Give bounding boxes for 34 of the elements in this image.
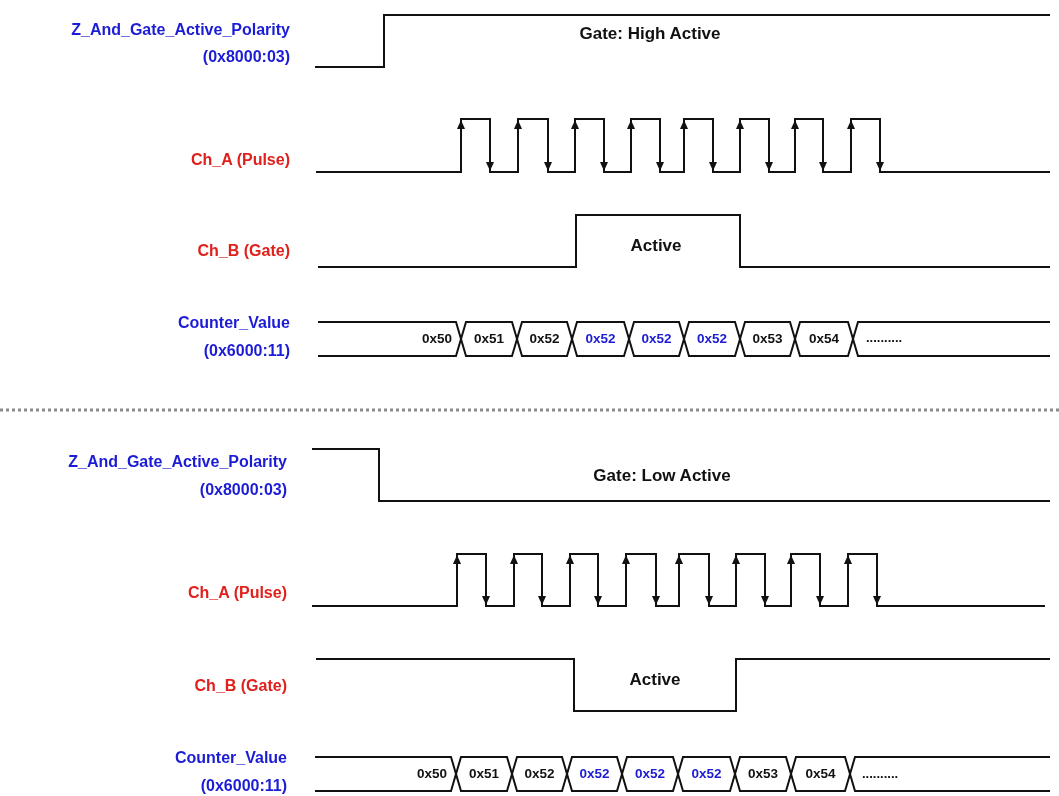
bus-value-segment: 0x52 [572,322,629,356]
register-address: (0x6000:11) [200,776,287,796]
signal-name: Z_And_Gate_Active_Polarity [71,20,290,40]
state-label: Gate: High Active [579,24,721,44]
signal-name: Z_And_Gate_Active_Polarity [68,452,287,472]
bus-value-segment: 0x50 [315,757,456,791]
bus-value-segment: 0x54 [795,322,853,356]
register-address: (0x6000:11) [203,341,290,361]
bus-value-segment: 0x52 [629,322,684,356]
signal-name: Ch_B (Gate) [194,676,287,696]
bus-value-segment: 0x52 [684,322,740,356]
signal-name: Counter_Value [174,748,287,768]
ellipsis-text: .......... [862,765,899,783]
bus-value-segment: 0x52 [517,322,572,356]
bus-value-segment: 0x52 [512,757,567,791]
ellipsis-text: .......... [866,329,903,347]
signal-name: Ch_A (Pulse) [191,150,290,170]
state-label: Active [630,236,682,256]
register-address: (0x8000:03) [202,47,290,67]
state-label: Gate: Low Active [593,466,731,486]
bus-value-segment: 0x52 [622,757,678,791]
bus-value-segment: 0x54 [791,757,850,791]
bus-value-segment: 0x50 [318,322,461,356]
state-label: Active [629,670,681,690]
bus-value-segment: 0x51 [456,757,512,791]
bus-value-segment: 0x51 [461,322,517,356]
bus-value-segment: 0x53 [740,322,795,356]
bus-value-segment: 0x52 [678,757,735,791]
signal-name: Ch_A (Pulse) [188,583,287,603]
register-address: (0x8000:03) [199,480,287,500]
signal-name: Ch_B (Gate) [197,241,290,261]
bus-value-segment: 0x53 [735,757,791,791]
signal-name: Counter_Value [177,313,290,333]
bus-value-segment: 0x52 [567,757,622,791]
